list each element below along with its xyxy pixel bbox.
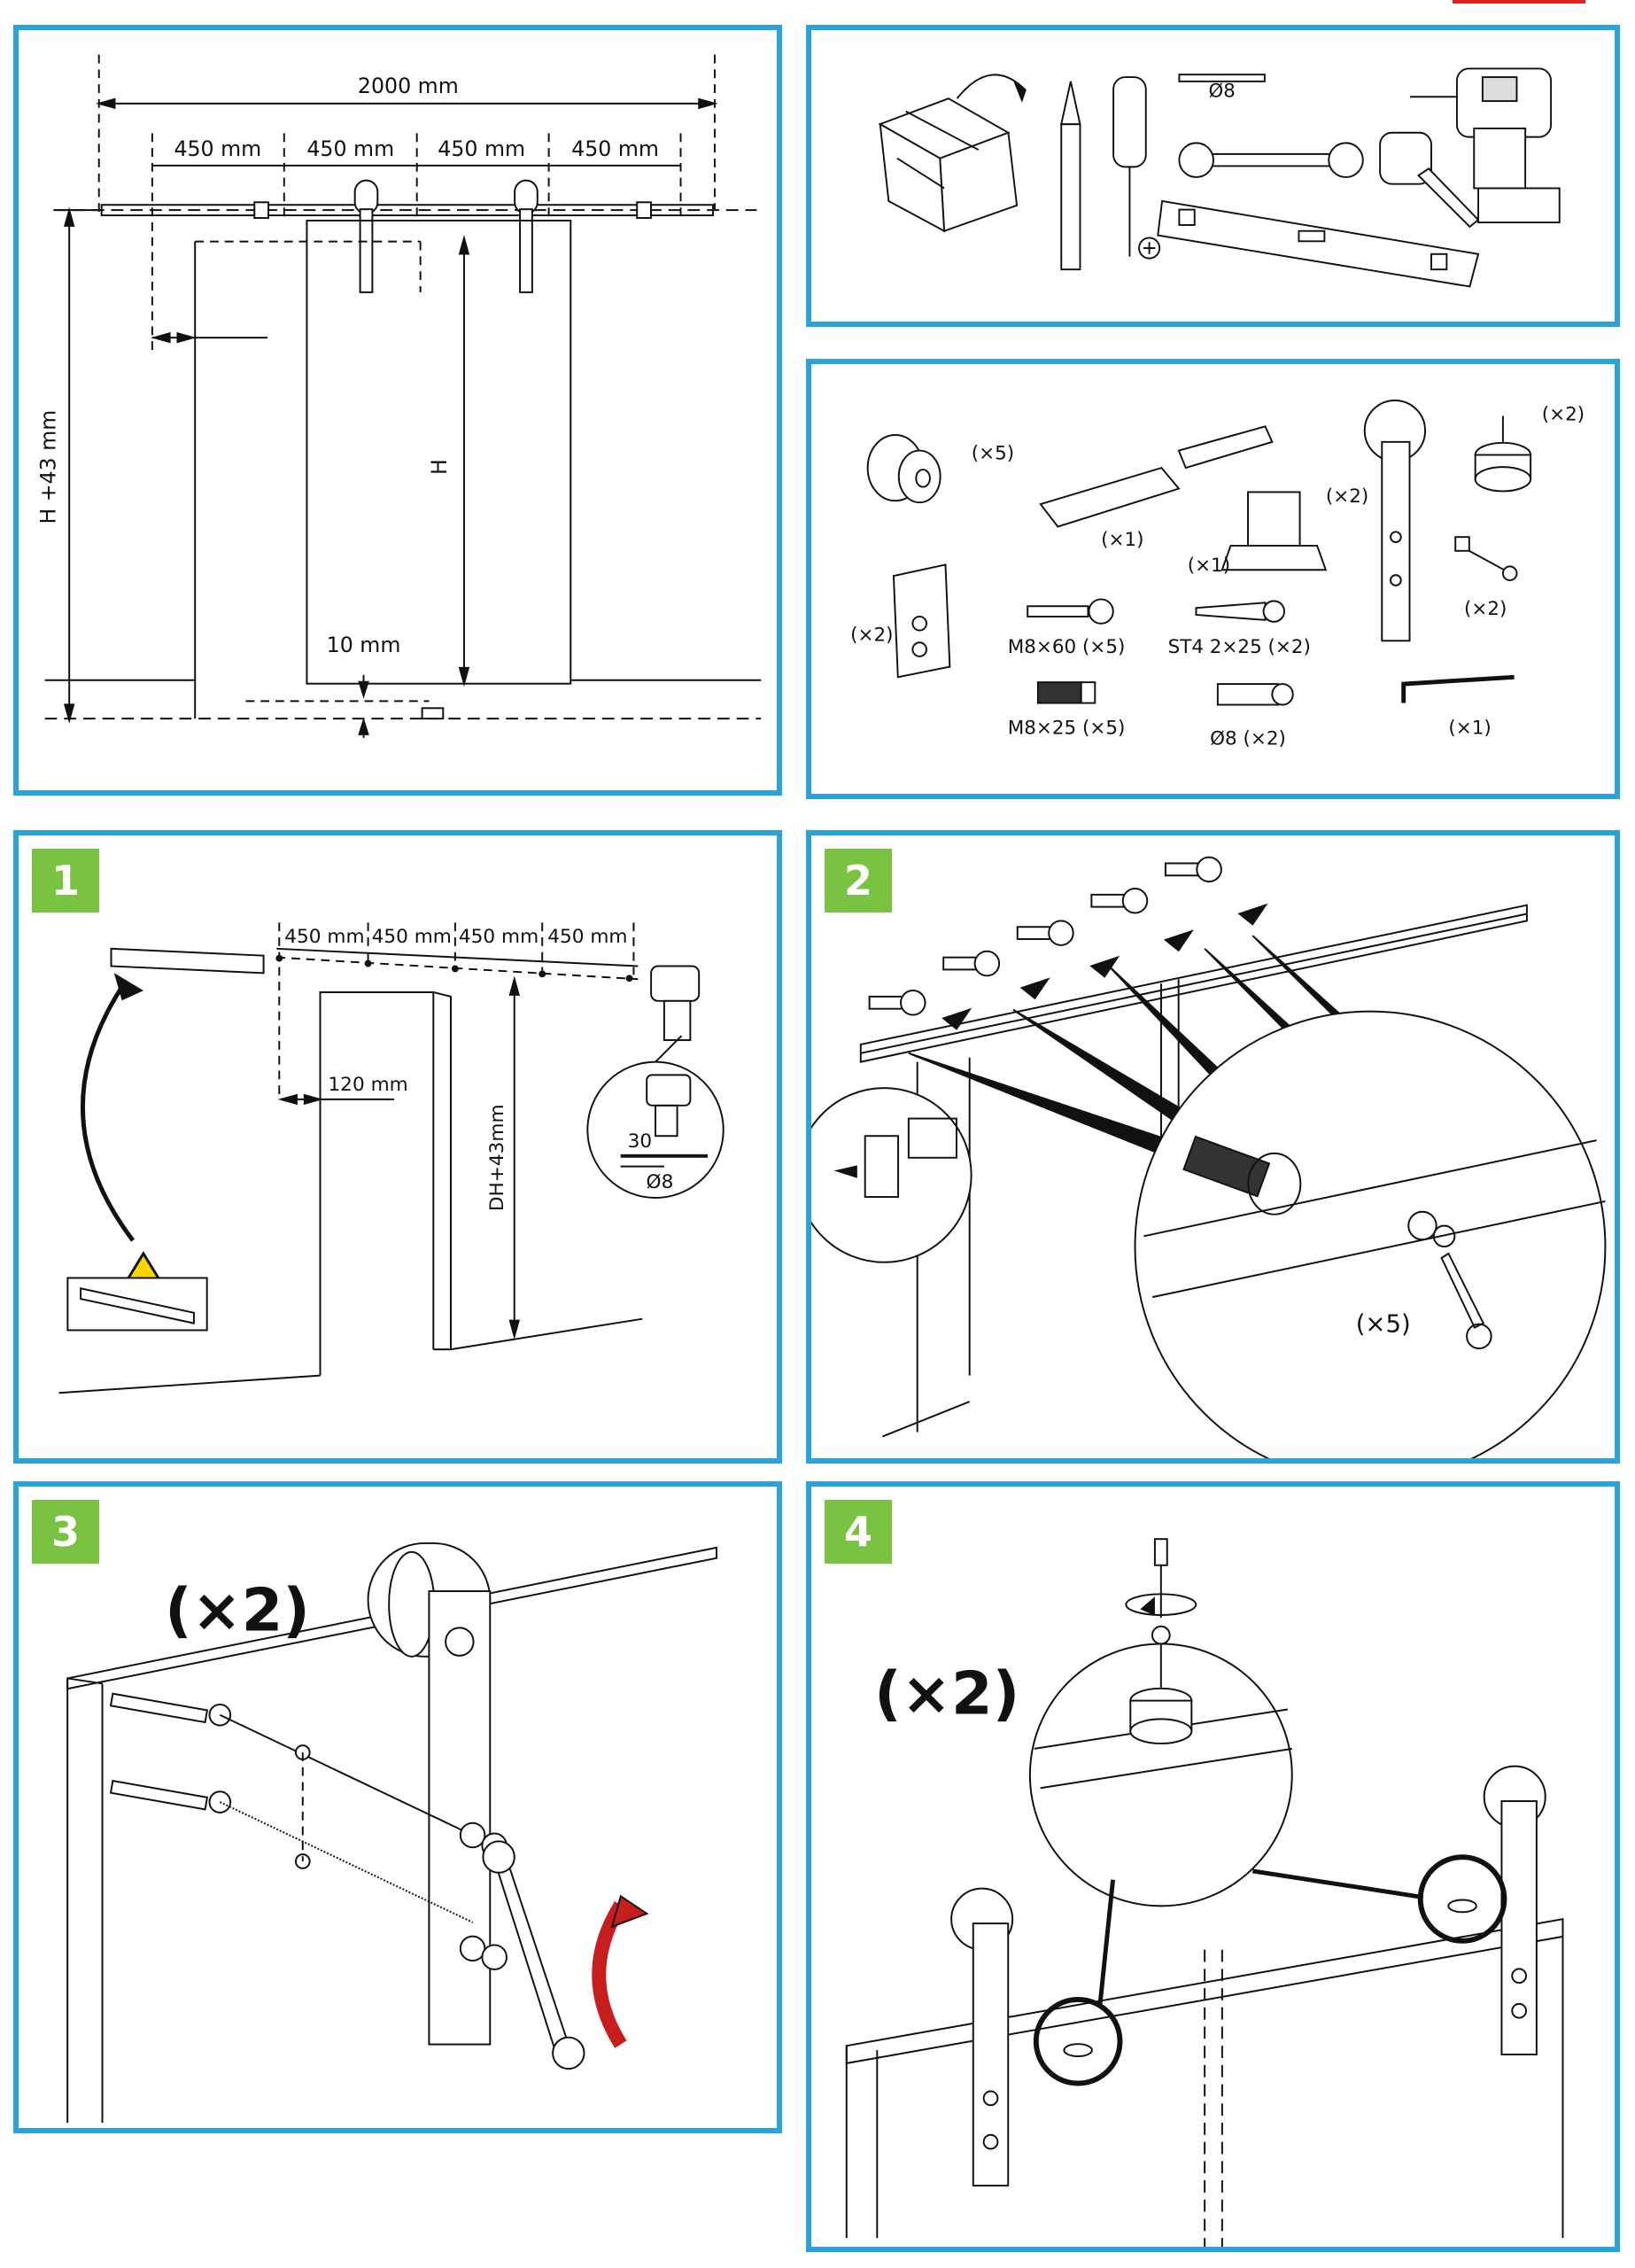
step-4-diagram: (×2) bbox=[845, 1538, 1564, 2247]
stopper-qty: (×5) bbox=[972, 442, 1014, 464]
step1-spacing-2: 450 mm bbox=[372, 926, 452, 948]
floor-guide-icon bbox=[1220, 491, 1328, 571]
hanger-icon bbox=[367, 1542, 492, 2046]
step1-spacing-3: 450 mm bbox=[459, 926, 539, 948]
height-left-label: H +43 mm bbox=[35, 410, 60, 524]
step-4-badge: 4 bbox=[825, 1500, 892, 1564]
door-height-label: H bbox=[427, 459, 452, 475]
allen-key-icon bbox=[1401, 674, 1515, 703]
step4-qty-label: (×2) bbox=[874, 1658, 1019, 1728]
screw-st4-icon bbox=[1195, 600, 1285, 623]
wrench-icon bbox=[1178, 142, 1364, 178]
corner-accent bbox=[1453, 0, 1585, 4]
pencil-icon bbox=[1060, 81, 1081, 271]
step1-bit-label: Ø8 bbox=[647, 1171, 674, 1193]
dimensions-diagram: 2000 mm 450 mm 450 mm 450 mm 450 mm H +4… bbox=[35, 54, 762, 738]
level-icon bbox=[110, 947, 265, 975]
hex-bolt-icon bbox=[1454, 536, 1518, 581]
rail-icon bbox=[1039, 425, 1274, 528]
total-width-label: 2000 mm bbox=[358, 74, 459, 98]
spacing-label-3: 450 mm bbox=[438, 136, 525, 161]
m8x25-label: M8×25 (×5) bbox=[1008, 718, 1126, 740]
m8x60-label: M8×60 (×5) bbox=[1008, 636, 1126, 658]
hanger-icon bbox=[1363, 400, 1427, 642]
bolt-m8x60-icon bbox=[1027, 598, 1114, 625]
step1-depth-label: 30 bbox=[628, 1130, 653, 1153]
parts-illustration: (×5) (×1) (×1) (×2) (×2) (×2) (×2) M8×60… bbox=[850, 400, 1585, 750]
drill-bit-size-label: Ø8 bbox=[1209, 80, 1236, 102]
spacing-label-2: 450 mm bbox=[306, 136, 394, 161]
tools-panel: Ø8 bbox=[806, 25, 1620, 327]
guide-qty: (×1) bbox=[1188, 555, 1230, 577]
warning-icon: ! bbox=[66, 1251, 208, 1332]
tools-illustration: Ø8 bbox=[878, 67, 1561, 288]
toolbox-icon bbox=[878, 97, 1019, 233]
dimensions-panel: 2000 mm 450 mm 450 mm 450 mm 450 mm H +4… bbox=[13, 25, 782, 796]
hanger-qty: (×2) bbox=[1326, 485, 1368, 508]
step-2-diagram: (×5) bbox=[811, 856, 1607, 1458]
drill-bit-icon bbox=[1178, 74, 1266, 82]
bracket-qty: (×2) bbox=[850, 624, 893, 646]
step-1-diagram: ! bbox=[58, 922, 725, 1394]
step-3-diagram: (×2) bbox=[66, 1542, 718, 2124]
screwdriver-icon bbox=[1112, 76, 1161, 260]
step-3-panel: 3 bbox=[13, 1481, 782, 2133]
tape-measure-icon bbox=[1379, 131, 1480, 229]
spacing-label-1: 450 mm bbox=[174, 136, 261, 161]
step-4-panel: 4 bbox=[806, 1481, 1620, 2252]
step2-qty-label: (×5) bbox=[1356, 1309, 1411, 1338]
step1-spacing-4: 450 mm bbox=[547, 926, 627, 948]
bumper-icon bbox=[1474, 416, 1532, 493]
bolt-qty: (×2) bbox=[1464, 598, 1507, 620]
cordless-drill-icon bbox=[1409, 67, 1561, 224]
step-3-badge: 3 bbox=[32, 1500, 99, 1564]
bolt-m8x25-icon bbox=[1036, 681, 1096, 704]
bumper-qty: (×2) bbox=[1542, 403, 1585, 425]
step-1-panel: 1 ! bbox=[13, 830, 782, 1464]
anchor-label: Ø8 (×2) bbox=[1210, 727, 1286, 750]
step-2-panel: 2 bbox=[806, 830, 1620, 1464]
st4-label: ST4 2×25 (×2) bbox=[1168, 636, 1311, 658]
wall-anchor-icon bbox=[1216, 683, 1294, 706]
parts-panel: (×5) (×1) (×1) (×2) (×2) (×2) (×2) M8×60… bbox=[806, 359, 1620, 799]
step-2-badge: 2 bbox=[825, 849, 892, 913]
rail-qty: (×1) bbox=[1101, 529, 1143, 551]
bracket-icon bbox=[892, 563, 951, 679]
step-1-badge: 1 bbox=[32, 849, 99, 913]
step1-side-gap-label: 120 mm bbox=[328, 1074, 407, 1096]
floor-gap-label: 10 mm bbox=[327, 633, 401, 657]
step1-height-label: DH+43mm bbox=[486, 1104, 508, 1211]
spacing-label-4: 450 mm bbox=[571, 136, 659, 161]
stopper-icon bbox=[866, 434, 941, 504]
step3-qty-label: (×2) bbox=[165, 1575, 310, 1644]
cordless-drill-icon bbox=[650, 965, 701, 1042]
level-icon bbox=[1157, 199, 1480, 288]
rotate-arrow-icon bbox=[592, 1901, 627, 2048]
step1-spacing-1: 450 mm bbox=[284, 926, 364, 948]
allen-key-qty: (×1) bbox=[1448, 718, 1491, 740]
